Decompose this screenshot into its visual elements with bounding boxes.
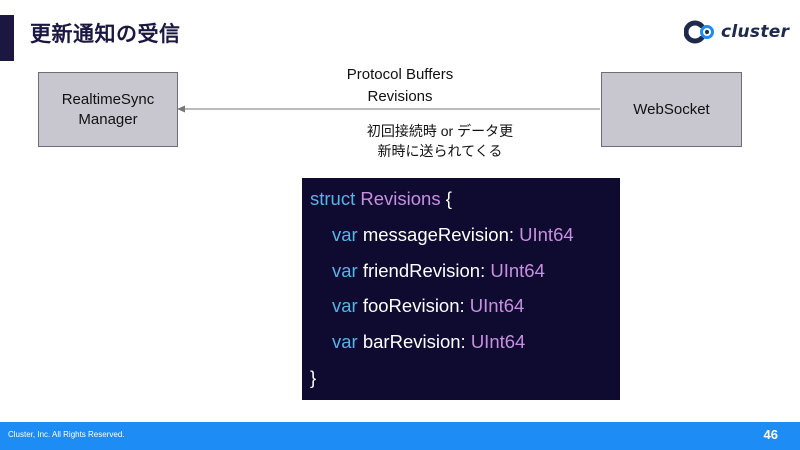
keyword-var: var (332, 260, 358, 281)
keyword-var: var (332, 331, 358, 352)
realtimesync-manager-line1: RealtimeSync (61, 90, 155, 108)
open-brace: { (440, 188, 452, 209)
arrow-note-line2: 新時に送られてくる (377, 143, 503, 159)
field-name: messageRevision: (357, 224, 520, 245)
code-line-struct: struct Revisions { (310, 188, 452, 210)
field-type: UInt64 (519, 224, 574, 245)
page-number: 46 (763, 427, 778, 442)
footer-bar: Cluster, Inc. All Rights Reserved. 46 (0, 422, 800, 450)
field-type: UInt64 (490, 260, 545, 281)
field-type: UInt64 (469, 295, 525, 316)
code-line-close-brace: } (310, 367, 317, 388)
code-line-field: var friendRevision: UInt64 (332, 260, 545, 282)
field-name: friendRevision: (357, 260, 491, 281)
field-name: barRevision: (357, 331, 471, 352)
code-line-field: var messageRevision: UInt64 (332, 224, 574, 246)
keyword-struct: struct (310, 188, 356, 209)
arrow-label: Protocol Buffers Revisions (300, 64, 500, 108)
field-type: UInt64 (470, 331, 526, 352)
code-block: struct Revisions { var messageRevision: … (302, 178, 620, 400)
realtimesync-manager-box: RealtimeSync Manager (38, 72, 178, 147)
cluster-logo-text: cluster (721, 22, 790, 42)
realtimesync-manager-line2: Manager (78, 110, 138, 128)
code-line-field: var fooRevision: UInt64 (332, 295, 524, 317)
arrow-label-line1: Protocol Buffers (346, 66, 454, 83)
websocket-box: WebSocket (601, 72, 742, 147)
keyword-var: var (332, 224, 358, 245)
cluster-logo-icon (684, 20, 714, 44)
arrow-label-line2: Revisions (367, 88, 433, 105)
copyright-text: Cluster, Inc. All Rights Reserved. (8, 430, 125, 439)
code-line-field: var barRevision: UInt64 (332, 331, 525, 353)
arrow-note-line1: 初回接続時 or データ更 (366, 123, 514, 139)
struct-name: Revisions (360, 188, 441, 209)
slide-title: 更新通知の受信 (30, 22, 181, 46)
field-name: fooRevision: (357, 295, 470, 316)
keyword-var: var (332, 295, 358, 316)
title-accent-bar (0, 15, 14, 61)
websocket-label: WebSocket (633, 100, 710, 118)
cluster-logo: cluster (684, 18, 789, 46)
arrow-note: 初回接続時 or データ更 新時に送られてくる (340, 121, 540, 161)
